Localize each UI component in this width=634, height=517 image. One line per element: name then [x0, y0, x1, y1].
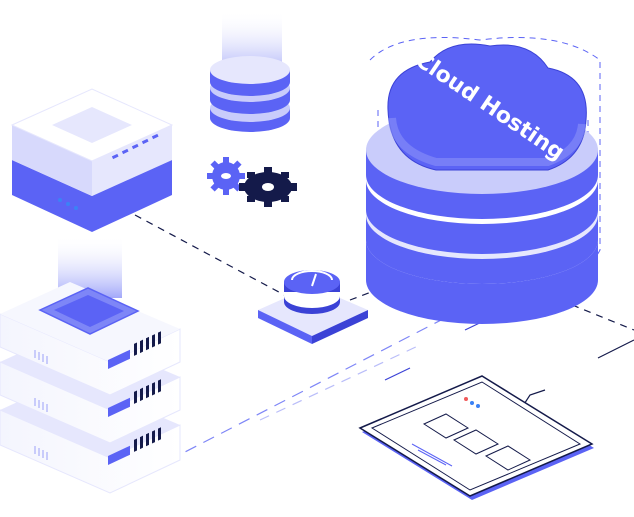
solid-link-right: [597, 339, 634, 359]
tablet-signal-line-1: [384, 367, 411, 381]
gauge-icon: [258, 270, 368, 344]
tablet-icon: [358, 375, 594, 500]
rack-front-details: [34, 331, 161, 465]
status-lights: [58, 198, 78, 210]
dashed-link-server-to-gauge: [134, 214, 291, 299]
database-icon: [210, 10, 290, 132]
server-stack-icon: [10, 88, 174, 232]
gear-icon: [207, 157, 297, 207]
dashed-link-rack-to-tablet: [149, 299, 481, 471]
window-dots: [464, 397, 480, 408]
dashed-link-lower: [259, 344, 421, 421]
cloud-hosting-tower: Cloud Hosting: [366, 37, 601, 324]
rack-server-icon: [0, 282, 181, 494]
vent-slots: [111, 133, 159, 160]
cloud-icon: [387, 43, 587, 171]
